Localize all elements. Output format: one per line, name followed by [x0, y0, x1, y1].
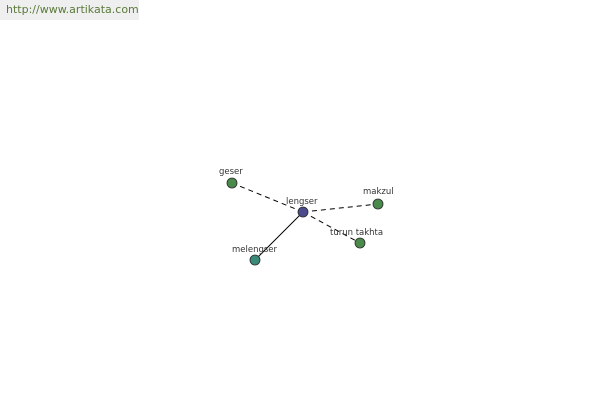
node-melengser[interactable]: melengser [232, 245, 278, 266]
edge-lengser-turun-takhta [302, 211, 361, 244]
node-circle-geser [226, 177, 238, 189]
node-circle-makzul [372, 198, 384, 210]
edge-lengser-geser [231, 182, 304, 213]
node-lengser[interactable]: lengser [286, 197, 318, 218]
node-label-geser: geser [219, 167, 243, 177]
node-geser[interactable]: geser [219, 167, 243, 189]
node-label-melengser: melengser [232, 245, 278, 255]
edge-lengser-makzul [302, 203, 379, 213]
watermark-url: http://www.artikata.com [0, 0, 139, 20]
node-circle-lengser [297, 206, 309, 218]
node-label-makzul: makzul [363, 187, 394, 197]
node-makzul[interactable]: makzul [363, 187, 394, 210]
node-label-lengser: lengser [286, 197, 318, 207]
node-circle-turun-takhta [354, 237, 366, 249]
node-circle-melengser [249, 254, 261, 266]
node-label-turun-takhta: turun takhta [330, 228, 383, 238]
edge-lengser-melengser [254, 211, 304, 261]
node-turun-takhta[interactable]: turun takhta [330, 228, 383, 249]
